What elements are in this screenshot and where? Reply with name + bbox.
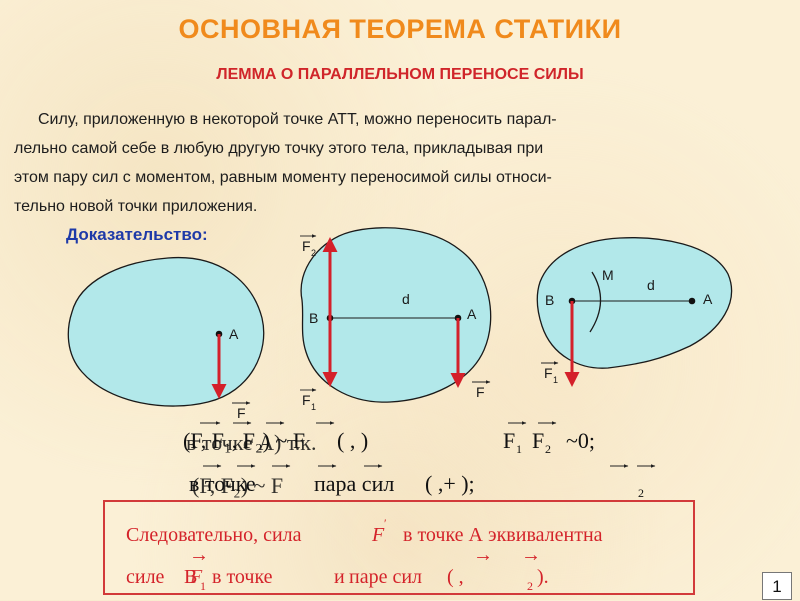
moment-arc (589, 271, 602, 333)
conclusion-box (103, 500, 695, 595)
statement-line-4: тельно новой точки приложения. (14, 198, 258, 215)
label-d-3: d (647, 277, 655, 293)
eq1-left: (F, F₁, F₂) ~ F (183, 428, 305, 453)
label-a-3: A (703, 291, 713, 307)
eq1-right-sub1: 1 (516, 442, 522, 456)
eq1-right-f2: F (532, 428, 544, 453)
conclusion-line-2-b: B (184, 566, 197, 588)
label-f2-sub: 2 (311, 248, 316, 258)
eq2-paren: ( ,+ ); (425, 471, 475, 496)
label-a-2: A (467, 306, 477, 322)
arrow-above-f1: → (189, 544, 209, 566)
eq2-left: (F, F₂) ~ F (192, 473, 283, 498)
arrow-above-pair-1: → (473, 544, 493, 566)
conclusion-line-2-start: силе (126, 566, 165, 588)
body-3: d B A M F 1 (536, 237, 733, 387)
label-f1-2-sub: 1 (311, 402, 316, 412)
label-f1-2: F (302, 392, 311, 408)
conclusion-line-2-para: паре сил (349, 566, 422, 588)
eq1-right-sub2: 2 (545, 442, 551, 456)
label-f2: F (302, 238, 311, 254)
conclusion-line-2-sub2: 2 (527, 579, 533, 593)
label-b-2: B (309, 310, 318, 326)
statement-line-3: этом пару сил с моментом, равным моменту… (14, 169, 552, 186)
rigid-body-3 (536, 237, 733, 369)
arrow-above-pair-2: → (521, 544, 541, 566)
conclusion-line-2-and: и (334, 566, 345, 588)
label-b-3: B (545, 292, 554, 308)
conclusion-prime: ′ (384, 516, 387, 530)
conclusion-f: F (371, 524, 385, 546)
rigid-body-1 (67, 256, 265, 407)
conclusion-line-1-tail: в точке А эквивалентна (403, 524, 603, 546)
label-f1-3: F (544, 365, 553, 381)
conclusion-line-2-mid: в точке (212, 566, 273, 588)
eq1-right-tail: ~0; (566, 428, 595, 453)
body-2: d B A F 2 F 1 F (300, 227, 492, 412)
conclusion-line-2-sub: 1 (200, 579, 206, 593)
label-f1-3-sub: 1 (553, 375, 558, 385)
statement-line-1: Силу, приложенную в некоторой точке АТТ,… (38, 111, 557, 128)
label-f-1: F (237, 405, 246, 421)
label-m: M (602, 267, 614, 283)
eq2-text: в точке (189, 471, 256, 496)
equation-line-2: в точке (F, F₂) ~ F пара сил ( ,+ ); 2 (189, 464, 656, 500)
conclusion-line-2-paren: ( , (447, 566, 464, 588)
label-d-2: d (402, 291, 410, 307)
eq1-paren: ( , ) (337, 428, 368, 453)
body-1: A F (67, 256, 265, 421)
point-a-3 (688, 297, 696, 305)
conclusion-line-2-f: F (189, 566, 203, 588)
label-a-1: A (229, 326, 239, 342)
proof-label: Доказательство: (66, 225, 208, 244)
eq2-sub: 2 (638, 486, 644, 500)
slide-number: 1 (762, 572, 792, 600)
conclusion-line-2-tail: ). (537, 566, 549, 588)
eq1-overlay: в точке А) т.к. (186, 430, 316, 455)
eq2-mid: пара сил (314, 471, 394, 496)
rigid-body-2 (300, 227, 492, 403)
conclusion-line-1: Следовательно, сила (126, 524, 302, 546)
statement-line-2: лельно самой себе в любую другую точку э… (14, 140, 544, 157)
page-title: ОСНОВНАЯ ТЕОРЕМА СТАТИКИ (178, 14, 622, 44)
equation-line-1: (F, F₁, F₂) ~ F в точке А) т.к. ( , ) F … (183, 421, 595, 456)
label-f-2: F (476, 384, 485, 400)
eq1-right-f1: F (503, 428, 515, 453)
lemma-subtitle: ЛЕММА О ПАРАЛЛЕЛЬНОМ ПЕРЕНОСЕ СИЛЫ (216, 66, 584, 83)
conclusion: Следовательно, сила F ′ в точке А эквива… (126, 516, 603, 593)
